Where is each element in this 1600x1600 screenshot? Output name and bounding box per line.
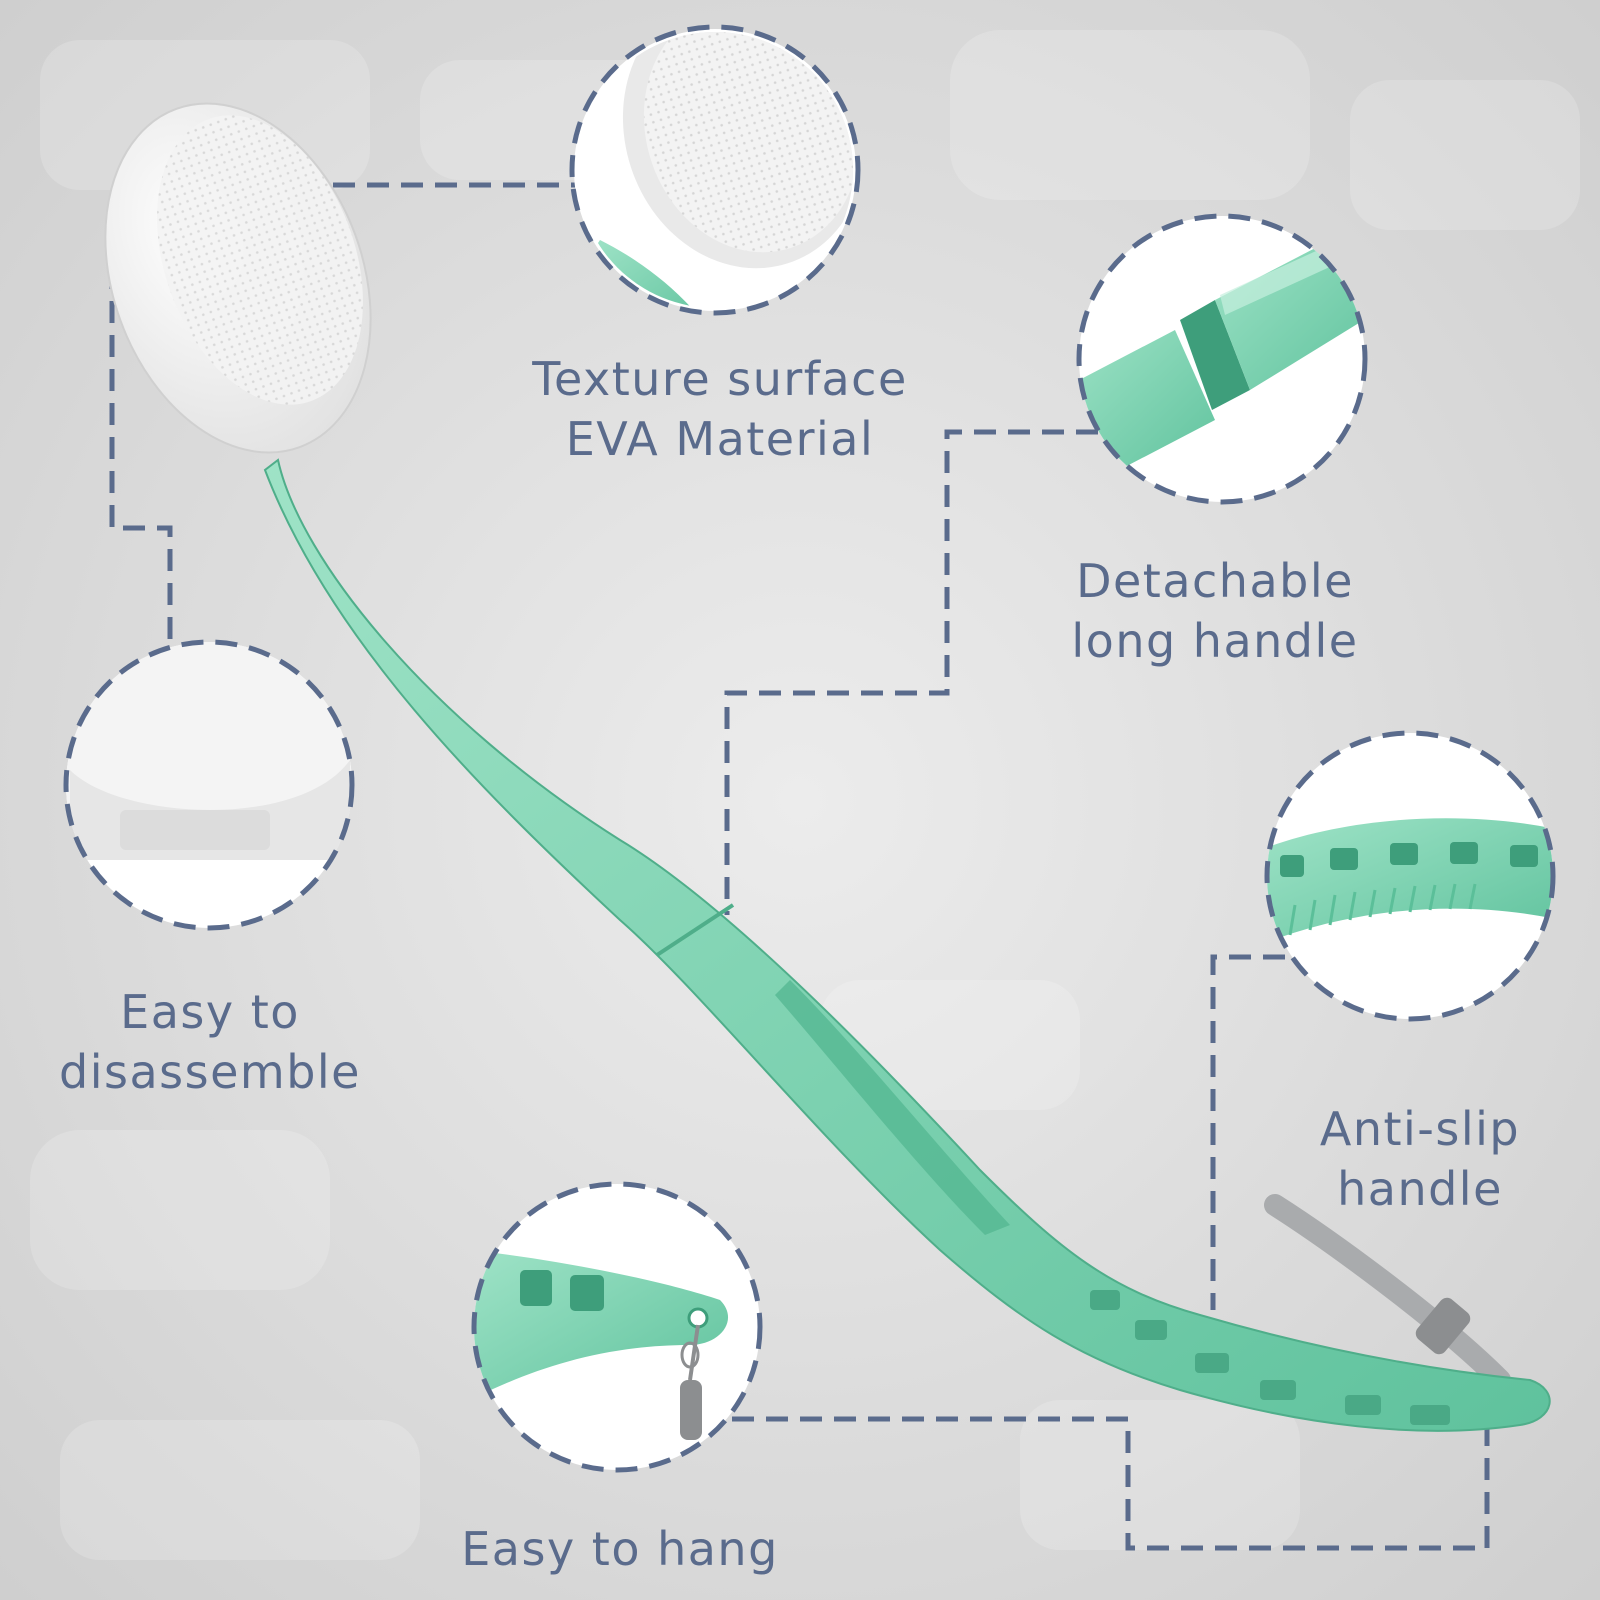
- zoom-circle-disassemble: [63, 639, 355, 931]
- label-detachable-line-2: long handle: [1071, 613, 1359, 668]
- label-hang-line-1: Easy to hang: [461, 1522, 779, 1576]
- connector-anti-slip: [1210, 954, 1285, 1310]
- bath-brush: [104, 102, 1551, 1432]
- label-easy-to-hang: Easy to hang: [420, 1520, 820, 1580]
- connector-disassemble: [109, 233, 173, 652]
- connector-detachable: [724, 429, 1098, 915]
- label-detachable-long-handle: Detachable long handle: [1030, 552, 1400, 672]
- hanging-strap: [1264, 1194, 1511, 1391]
- handle-shaft: [263, 458, 1551, 1432]
- label-disassemble-line-2: disassemble: [59, 1044, 361, 1099]
- zoom-circle-anti-slip: [1264, 730, 1556, 1022]
- label-anti-slip-line-2: handle: [1337, 1161, 1503, 1216]
- label-texture-line-1: Texture surface: [532, 352, 908, 406]
- label-texture-surface: Texture surface EVA Material: [470, 350, 970, 470]
- zoom-circle-hang: [471, 1181, 763, 1473]
- label-anti-slip-line-1: Anti-slip: [1319, 1102, 1521, 1156]
- label-texture-line-2: EVA Material: [565, 411, 875, 466]
- connector-hang: [732, 1416, 1490, 1551]
- label-anti-slip-handle: Anti-slip handle: [1270, 1100, 1570, 1220]
- label-disassemble-line-1: Easy to: [120, 985, 300, 1039]
- label-detachable-line-1: Detachable: [1076, 554, 1354, 608]
- label-easy-to-disassemble: Easy to disassemble: [30, 983, 390, 1103]
